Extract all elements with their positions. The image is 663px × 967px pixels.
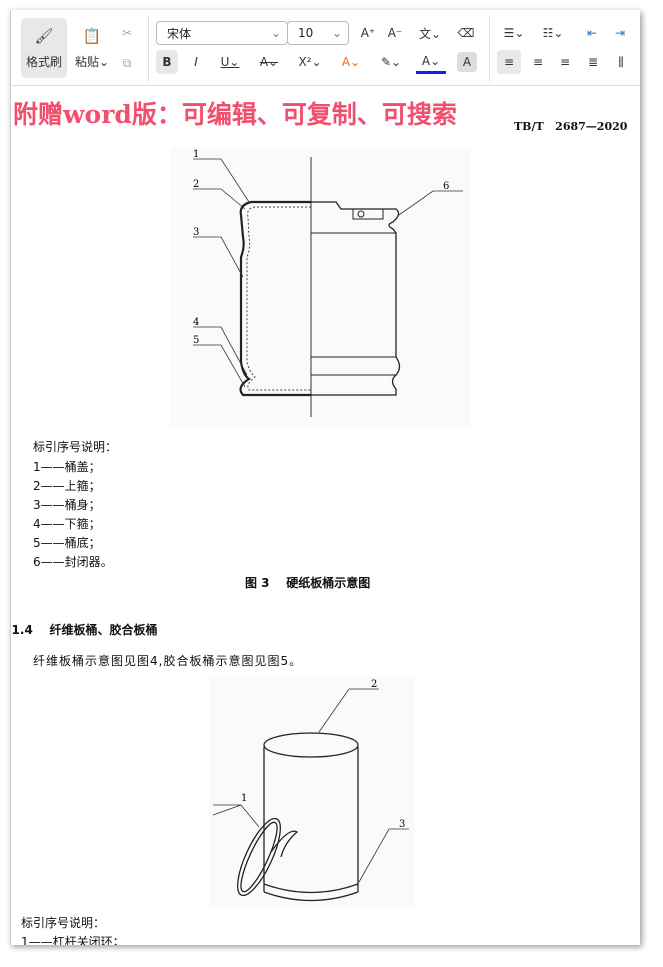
figure-3-drawing: 1 2 3 4 5 6	[171, 147, 471, 427]
font-color-icon[interactable]: A⌄	[416, 50, 446, 74]
document-window: 🖌 格式刷 📋 粘贴⌄ ✂ ⧉ 宋体⌄ 10⌄ A⁺ A⁻ 文⌄ ⌫ B I U…	[10, 10, 640, 945]
align-left-icon[interactable]: ≡	[497, 50, 521, 74]
fig3-label: 4	[193, 317, 199, 328]
fig4-label: 1	[241, 793, 247, 804]
fig3-label: 6	[443, 181, 449, 192]
font-grow-icon[interactable]: A⁺	[360, 26, 376, 40]
char-shading-icon[interactable]: A	[457, 52, 477, 72]
chevron-down-icon: ⌄	[270, 26, 281, 40]
legend3-item: 4——下箍；	[33, 517, 101, 531]
distributed-icon[interactable]: ⫼	[618, 54, 624, 69]
decrease-indent-icon[interactable]: ⇤	[586, 26, 598, 40]
section-heading: .1.4 纤维板桶、胶合板桶	[10, 623, 158, 637]
fig3-label: 2	[193, 179, 199, 190]
fig4-label: 3	[399, 819, 405, 830]
strikethrough-icon[interactable]: A⌄	[259, 55, 279, 69]
promo-banner: 附赠word版：可编辑、可复制、可搜索	[13, 100, 457, 129]
format-painter-icon: 🖌	[34, 26, 54, 45]
increase-indent-icon[interactable]: ⇥	[614, 26, 626, 40]
fig3-label: 5	[193, 335, 199, 346]
chevron-down-icon: ⌄	[331, 26, 342, 40]
legend3-item: 6——封闭器。	[33, 555, 113, 569]
font-name-select[interactable]: 宋体⌄	[156, 21, 288, 45]
legend3-title: 标引序号说明：	[33, 440, 118, 454]
paste-button[interactable]: 📋 粘贴⌄	[74, 26, 110, 69]
justify-icon[interactable]: ≣	[587, 55, 599, 69]
legend3-item: 2——上箍；	[33, 479, 101, 493]
font-shrink-icon[interactable]: A⁻	[387, 26, 403, 40]
ribbon-toolbar: 🖌 格式刷 📋 粘贴⌄ ✂ ⧉ 宋体⌄ 10⌄ A⁺ A⁻ 文⌄ ⌫ B I U…	[11, 10, 640, 86]
legend3-item: 5——桶底；	[33, 536, 101, 550]
format-painter-button[interactable]: 🖌 格式刷	[21, 18, 67, 78]
bullets-icon[interactable]: ☰⌄	[503, 26, 525, 40]
cut-icon[interactable]: ✂	[121, 26, 133, 40]
bold-icon[interactable]: B	[156, 50, 178, 74]
paste-icon: 📋	[82, 26, 102, 45]
legend3-item: 3——桶身；	[33, 498, 101, 512]
underline-icon[interactable]: U⌄	[220, 55, 240, 69]
legend4-title: 标引序号说明：	[21, 916, 106, 930]
paragraph: 纤维板桶示意图见图4,胶合板桶示意图见图5。	[33, 654, 303, 668]
italic-icon[interactable]: I	[194, 55, 198, 69]
align-right-icon[interactable]: ≡	[559, 55, 571, 69]
clear-format-icon[interactable]: ⌫	[457, 26, 475, 40]
font-size-select[interactable]: 10⌄	[287, 21, 349, 45]
legend4-item: 1——杠杆关闭环；	[21, 935, 125, 945]
align-center-icon[interactable]: ≡	[532, 55, 544, 69]
fig3-label: 3	[193, 227, 199, 238]
legend3-item: 1——桶盖；	[33, 460, 101, 474]
highlight-icon[interactable]: ✎⌄	[380, 55, 402, 69]
numbering-icon[interactable]: ☷⌄	[542, 26, 564, 40]
fig4-label: 2	[371, 679, 377, 690]
figure-4-drawing: 2 1 3	[209, 677, 415, 909]
standard-header: TB/T 2687—2020	[514, 120, 628, 133]
text-effect-icon[interactable]: A⌄	[341, 55, 361, 69]
copy-icon[interactable]: ⧉	[122, 55, 132, 70]
document-page: 附赠word版：可编辑、可复制、可搜索 TB/T 2687—2020 1 2 3…	[11, 87, 640, 945]
superscript-icon[interactable]: X²⌄	[298, 55, 322, 69]
fig3-label: 1	[193, 149, 199, 160]
figure-3-caption: 图 3 硬纸板桶示意图	[245, 576, 371, 590]
phonetic-icon[interactable]: 文⌄	[418, 26, 442, 41]
